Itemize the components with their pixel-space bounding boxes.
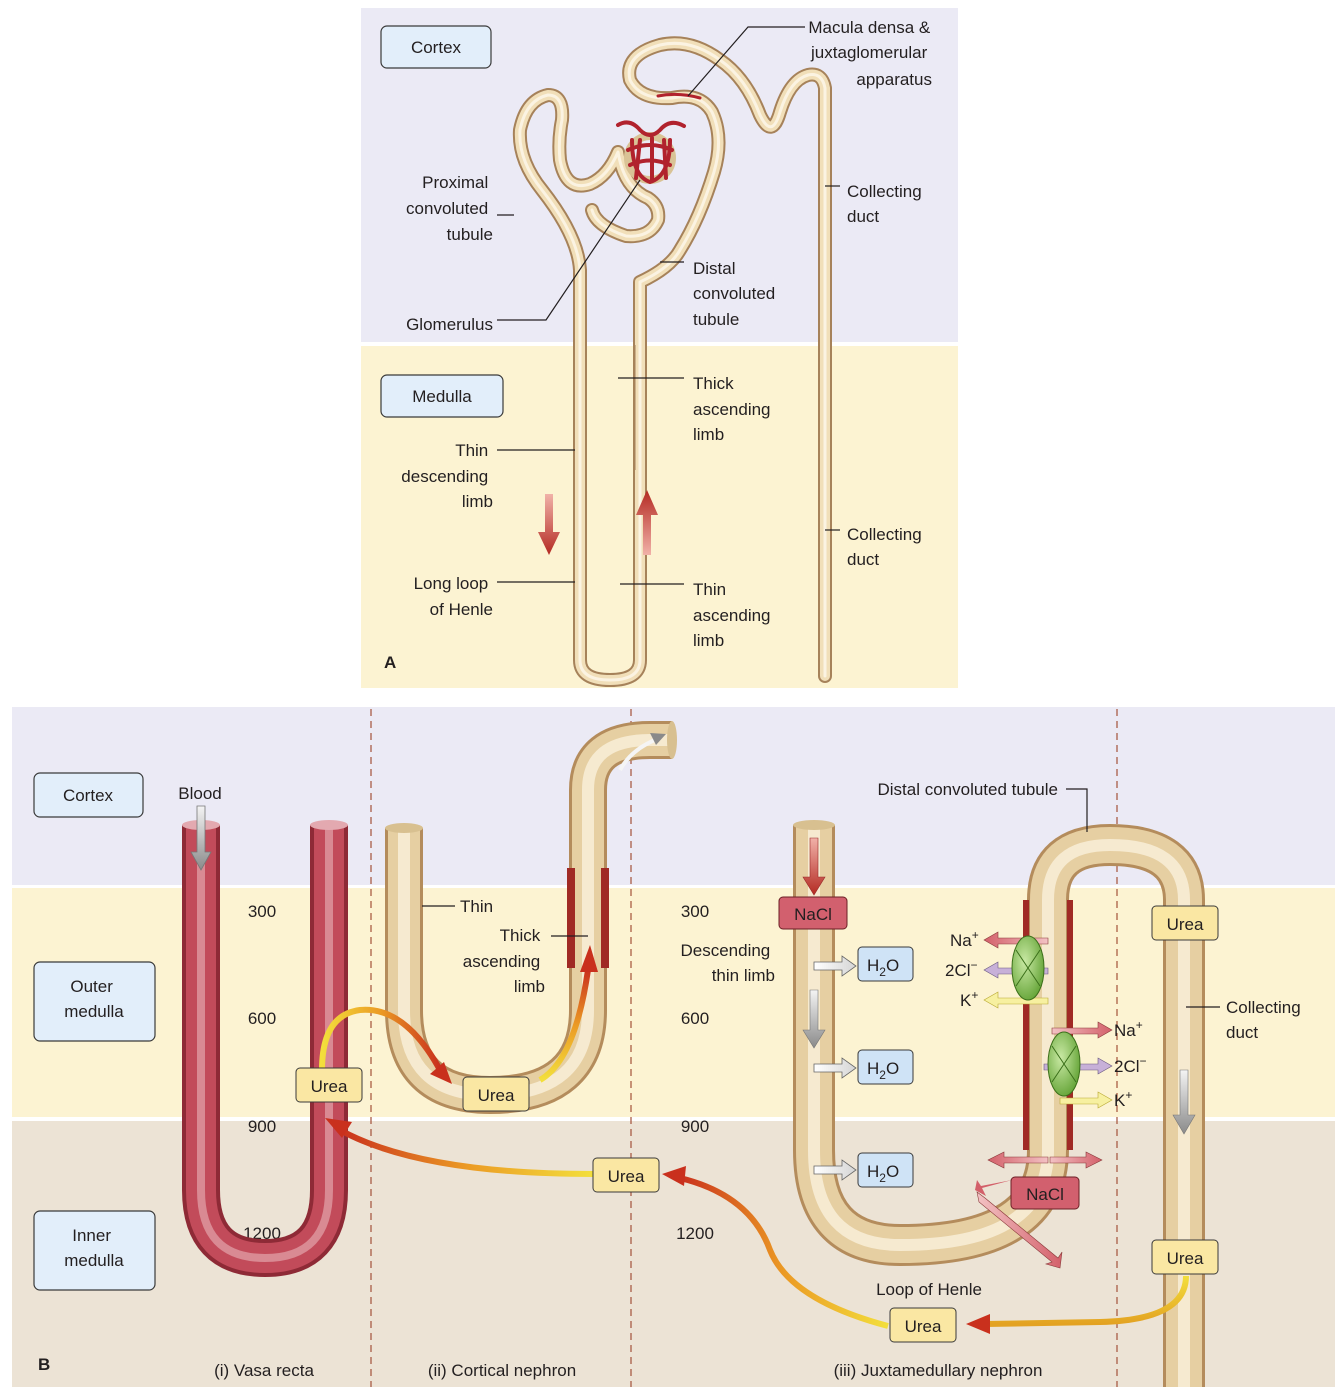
panel-b-letter: B	[38, 1355, 50, 1374]
distal-convoluted-tubule-b-label: Distal convoluted tubule	[877, 780, 1058, 799]
svg-text:NaCl: NaCl	[794, 905, 832, 924]
loop-of-henle-label: Loop of Henle	[876, 1280, 982, 1299]
medulla-zone-label: Medulla	[412, 387, 472, 406]
section-vasa-recta: (i) Vasa recta	[214, 1361, 314, 1380]
urea-box-loop-henle: Urea	[890, 1308, 956, 1342]
svg-text:NaCl: NaCl	[1026, 1185, 1064, 1204]
nacl-box-bottom: NaCl	[1011, 1177, 1079, 1209]
osm-left-600: 600	[248, 1009, 276, 1028]
panel-a-letter: A	[384, 653, 396, 672]
svg-text:Urea: Urea	[478, 1086, 515, 1105]
osm-right-900: 900	[681, 1117, 709, 1136]
glomerulus-label: Glomerulus	[406, 315, 493, 334]
urea-box-cd-bottom: Urea	[1152, 1240, 1218, 1274]
svg-text:Urea: Urea	[608, 1167, 645, 1186]
section-juxtamedullary-nephron: (iii) Juxtamedullary nephron	[834, 1361, 1043, 1380]
osm-right-1200: 1200	[676, 1224, 714, 1243]
osm-left-900: 900	[248, 1117, 276, 1136]
panel-a: Cortex Medulla	[361, 8, 958, 688]
osm-left-300: 300	[248, 902, 276, 921]
b-cortex-zone-label: Cortex	[63, 786, 114, 805]
cortex-zone-label: Cortex	[411, 38, 462, 57]
svg-text:Urea: Urea	[1167, 915, 1204, 934]
urea-box-cd-top: Urea	[1152, 906, 1218, 940]
section-cortical-nephron: (ii) Cortical nephron	[428, 1361, 576, 1380]
svg-text:Urea: Urea	[905, 1317, 942, 1336]
svg-text:Urea: Urea	[1167, 1249, 1204, 1268]
thin-label: Thin	[460, 897, 493, 916]
urea-box-cortical-loop: Urea	[463, 1077, 529, 1111]
nacl-box-top: NaCl	[779, 897, 847, 929]
h2o-box-3: H2O	[858, 1153, 913, 1187]
urea-box-middle: Urea	[593, 1158, 659, 1192]
h2o-box-1: H2O	[858, 947, 913, 981]
svg-text:Urea: Urea	[311, 1077, 348, 1096]
h2o-box-2: H2O	[858, 1050, 913, 1084]
blood-label: Blood	[178, 784, 221, 803]
panel-b: Cortex Outer medulla Inner medulla 300 6…	[12, 707, 1335, 1387]
osm-right-300: 300	[681, 902, 709, 921]
osm-right-600: 600	[681, 1009, 709, 1028]
urea-box-vasa: Urea	[296, 1068, 362, 1102]
